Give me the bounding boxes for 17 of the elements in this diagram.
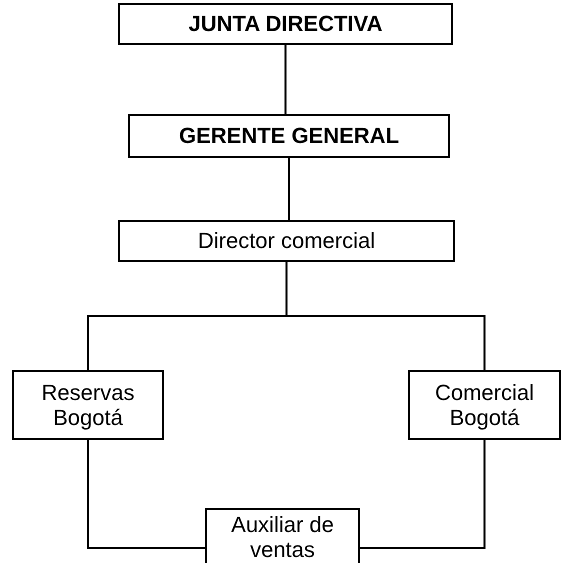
- connector-line: [360, 440, 486, 549]
- org-box: [12, 370, 164, 440]
- role-title: Comercial Bogotá: [434, 380, 536, 430]
- connector-line: [284, 45, 286, 114]
- connector-line: [286, 262, 486, 370]
- org-box: [118, 220, 455, 262]
- org-box: [118, 3, 453, 45]
- role-title: Reservas Bogotá: [40, 380, 136, 430]
- connector-line: [288, 158, 290, 220]
- role-title: JUNTA DIRECTIVA: [188, 11, 382, 37]
- connector-line: [87, 440, 205, 549]
- role-title: GERENTE GENERAL: [178, 123, 400, 149]
- org-box: [205, 508, 360, 563]
- org-box: [128, 114, 450, 158]
- role-title: Auxiliar de ventas: [230, 512, 335, 562]
- role-title: Director comercial: [198, 228, 376, 254]
- org-box: [408, 370, 561, 440]
